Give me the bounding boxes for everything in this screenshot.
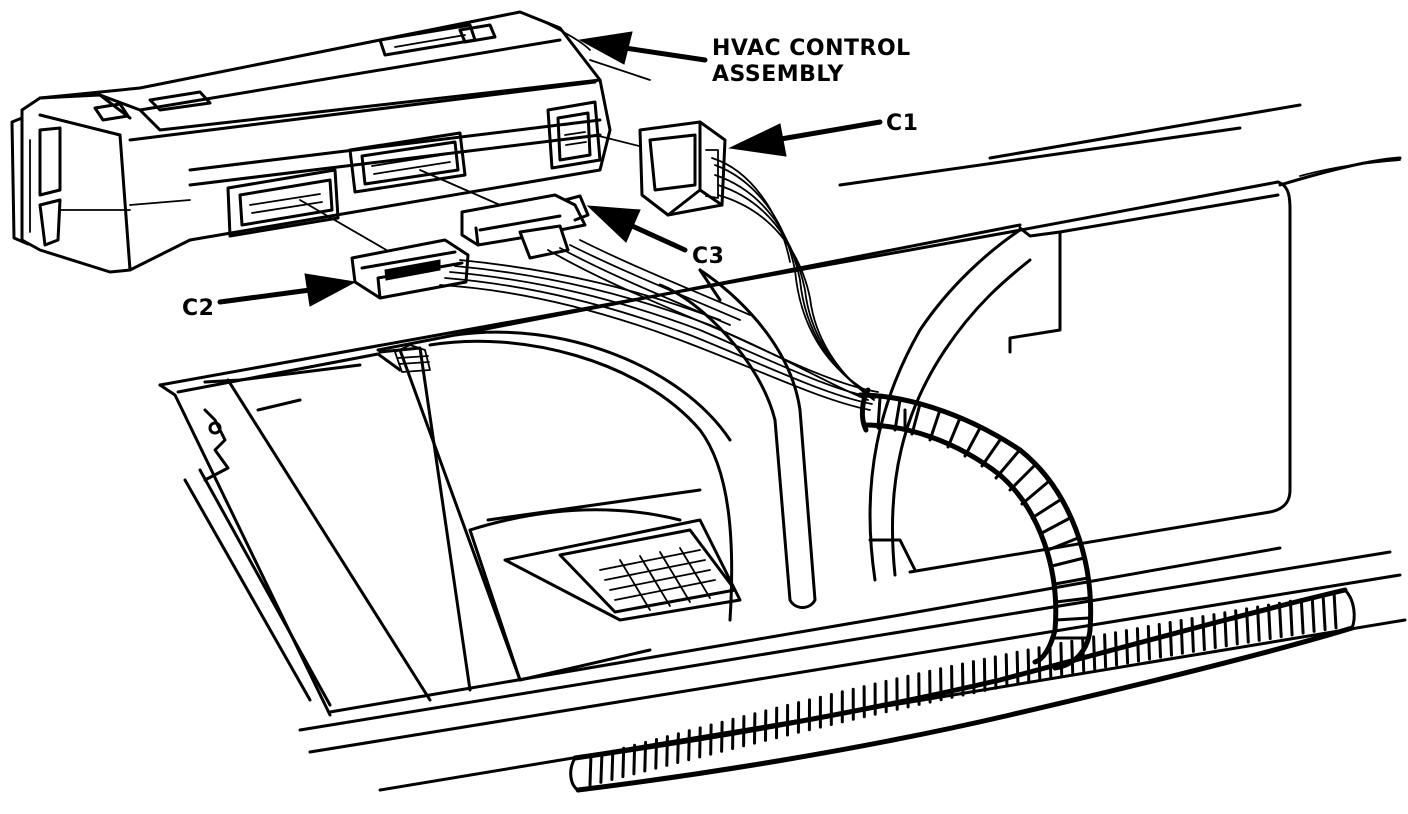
conduit-rib [720,720,724,753]
connector-c2-label: C2 [182,296,215,321]
conduit-rib [1223,611,1228,648]
conduit-rib [1256,605,1261,642]
conduit-rib [1234,609,1239,646]
conduit-rib [1146,625,1151,661]
conduit-rib [1015,650,1020,686]
conduit-rib [1267,603,1272,640]
conduit-rib [654,738,658,770]
conduit-rib [1048,644,1053,679]
conduit-rib [1026,648,1031,683]
instrument-panel-frame [158,103,1407,792]
connector-c3 [460,193,590,260]
conduit-rib [961,662,965,697]
alignment-lines [299,19,656,256]
conduit-rib [1299,598,1305,635]
conduit-rib [588,755,593,787]
callout-arrow-hvac [578,31,708,65]
conduit-rib [1070,639,1075,675]
callout-arrow-c1 [728,119,883,157]
conduit-rib [1212,613,1217,650]
conduit-rib [1288,599,1294,637]
hvac-control-module [10,10,612,274]
connector-c1 [638,120,727,217]
connector-c1-label: C1 [886,111,919,136]
conduit-rib [1332,592,1338,630]
wiring-harness [439,157,879,411]
conduit-rib [1310,596,1316,633]
conduit-corrugations [588,592,1338,787]
conduit-rib [1004,653,1009,688]
conduit-rib [1114,631,1119,667]
conduit-rib [1103,633,1108,669]
conduit-rib [698,726,702,759]
conduit-rib [610,749,615,781]
conduit-rib [1179,619,1184,655]
conduit-rib [1321,594,1327,632]
conduit-rib [665,735,669,767]
conduit-rib [1059,641,1064,677]
conduit-rib [993,655,998,690]
conduit-rib [1190,617,1195,653]
harness-conduit [569,387,1356,793]
conduit-rib [982,657,987,692]
conduit-rib [1277,601,1283,639]
conduit-rib [1092,635,1097,671]
conduit-rib [621,746,626,779]
hvac-label-line-1: HVAC CONTROL [712,36,911,61]
conduit-rib [939,667,943,702]
conduit-rib [676,732,680,764]
hvac-control-assembly-label: HVAC CONTROL ASSEMBLY [712,36,911,88]
conduit-rib [1037,646,1042,681]
vent-grille [599,547,716,611]
conduit-rib [1135,627,1140,663]
connector-c3-label: C3 [692,244,725,269]
conduit-rib [1245,607,1250,644]
hvac-label-line-2: ASSEMBLY [712,62,844,87]
conduit-rib [599,752,604,784]
conduit-rib [1081,637,1086,673]
conduit-rib [971,660,976,695]
conduit-rib [1201,615,1206,651]
conduit-rib [687,729,691,762]
callout-arrow-c2 [217,273,357,307]
conduit-rib [643,740,648,773]
conduit-rib [1168,621,1173,657]
callout-arrow-c3 [586,205,688,253]
conduit-rib [632,743,637,776]
conduit-rib [1124,629,1130,665]
conduit-rib [1157,623,1162,659]
connector-c2 [350,238,470,300]
